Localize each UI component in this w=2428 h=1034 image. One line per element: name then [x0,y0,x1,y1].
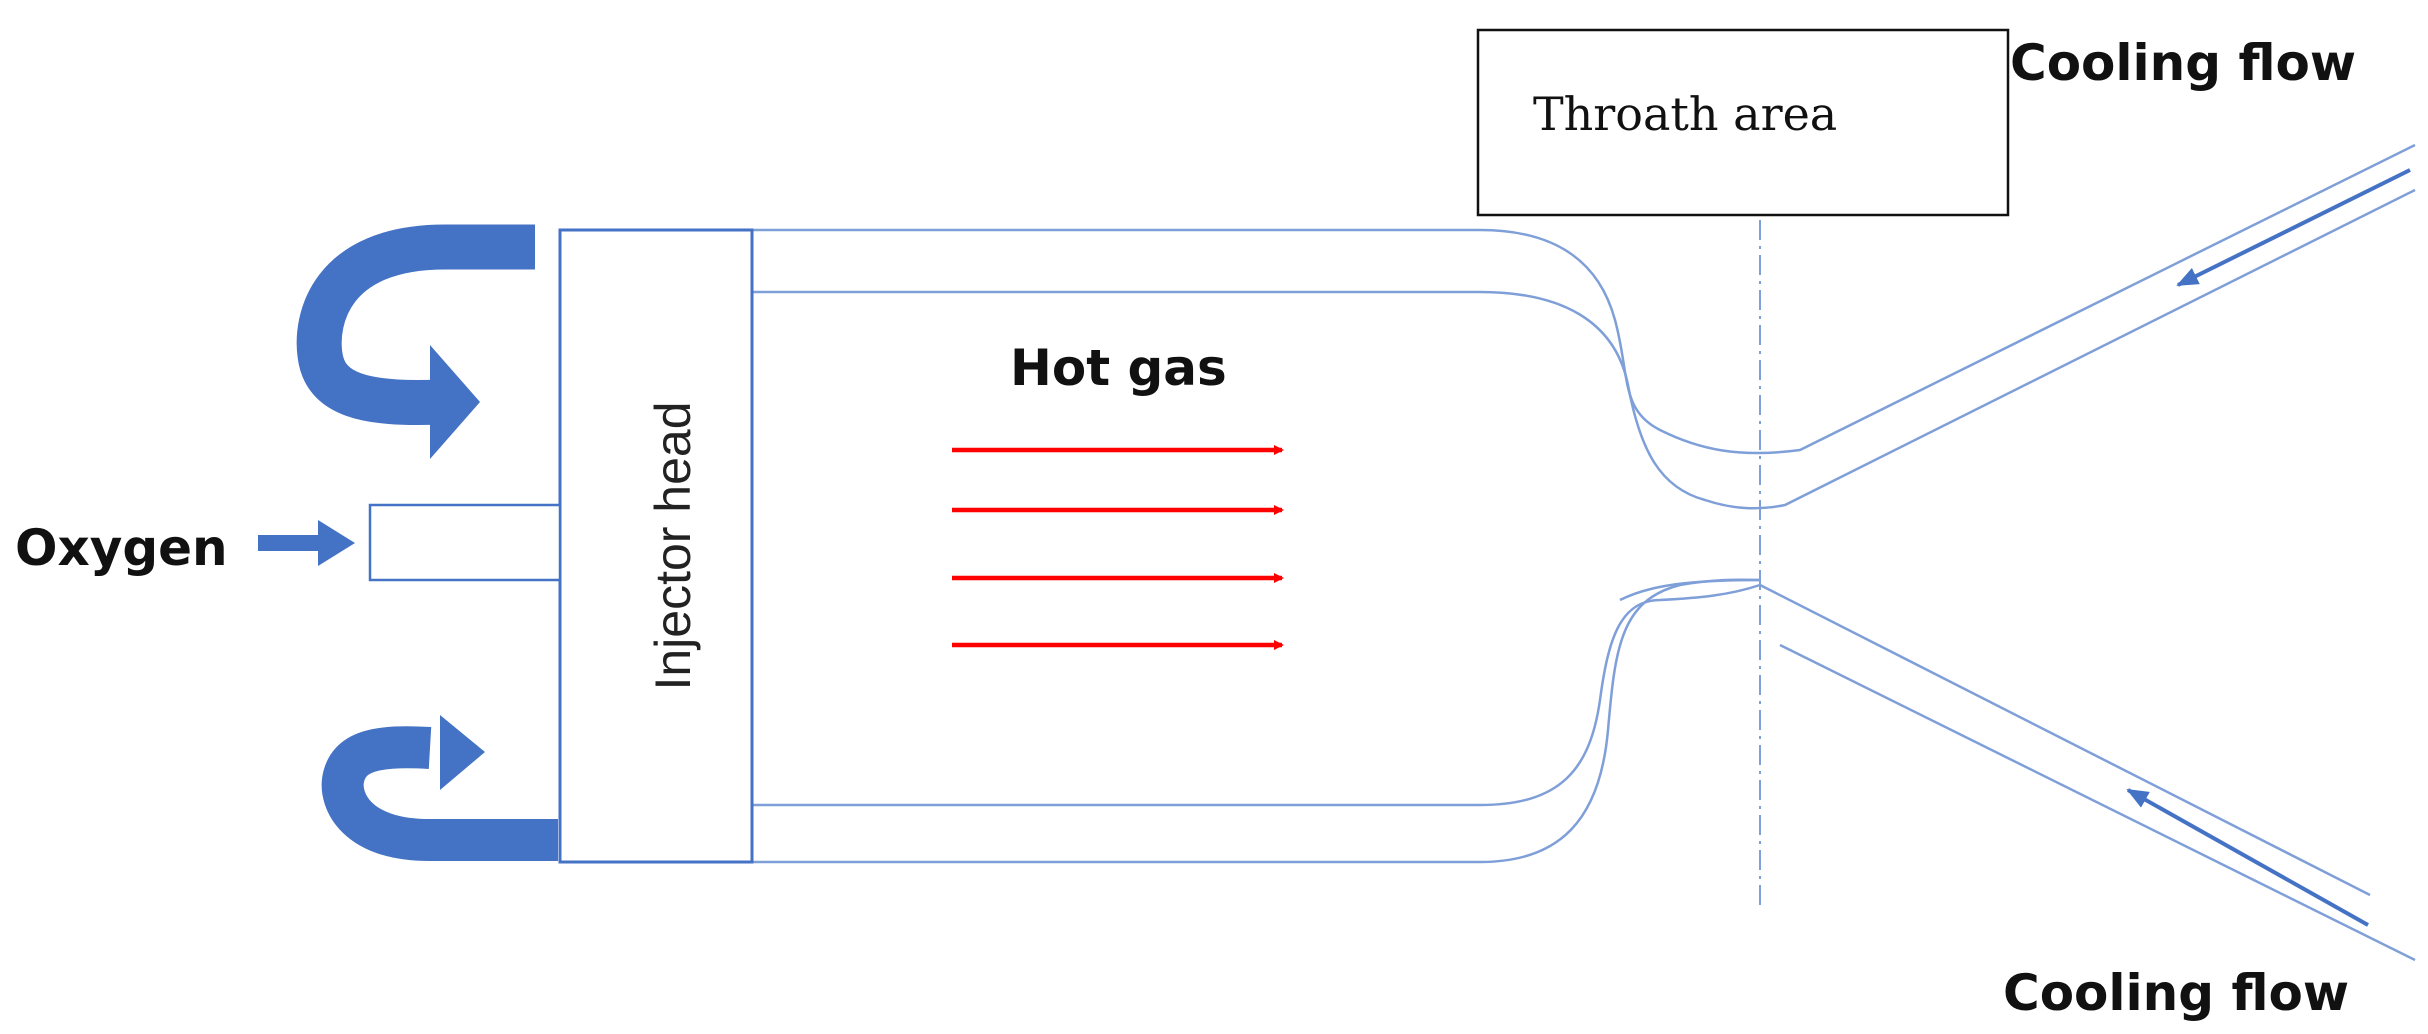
chamber-nozzle-walls [752,143,2416,962]
injector-head-label: Injector head [645,401,701,690]
cooling-flow-bottom-arrow-icon [2126,788,2369,927]
bottom-outer-wall-extension [1779,643,2416,962]
throat-area-box [1476,28,2010,217]
oxygen-inlet-port [368,503,562,582]
top-inner-wall [752,188,2416,510]
injector-head-box [558,228,754,864]
cooling-flow-top-arrow-icon [2176,168,2411,287]
oxygen-label: Oxygen [15,519,228,577]
throat-area-label: Throath area [1533,87,1837,141]
hot-gas-label: Hot gas [1010,339,1227,397]
fuel-inlet-bottom-u-turn-icon [321,715,558,861]
oxygen-arrow-icon [258,520,355,566]
bottom-inner-wall [752,583,2371,897]
bottom-throat-lip [1619,578,1761,602]
fuel-inlet-top-u-turn-icon [296,224,535,459]
cooling-flow-top-label: Cooling flow [2010,34,2356,92]
bottom-outer-wall [752,578,1761,864]
cooling-flow-bottom-label: Cooling flow [2003,964,2349,1022]
hot-gas-arrows [952,445,1284,650]
